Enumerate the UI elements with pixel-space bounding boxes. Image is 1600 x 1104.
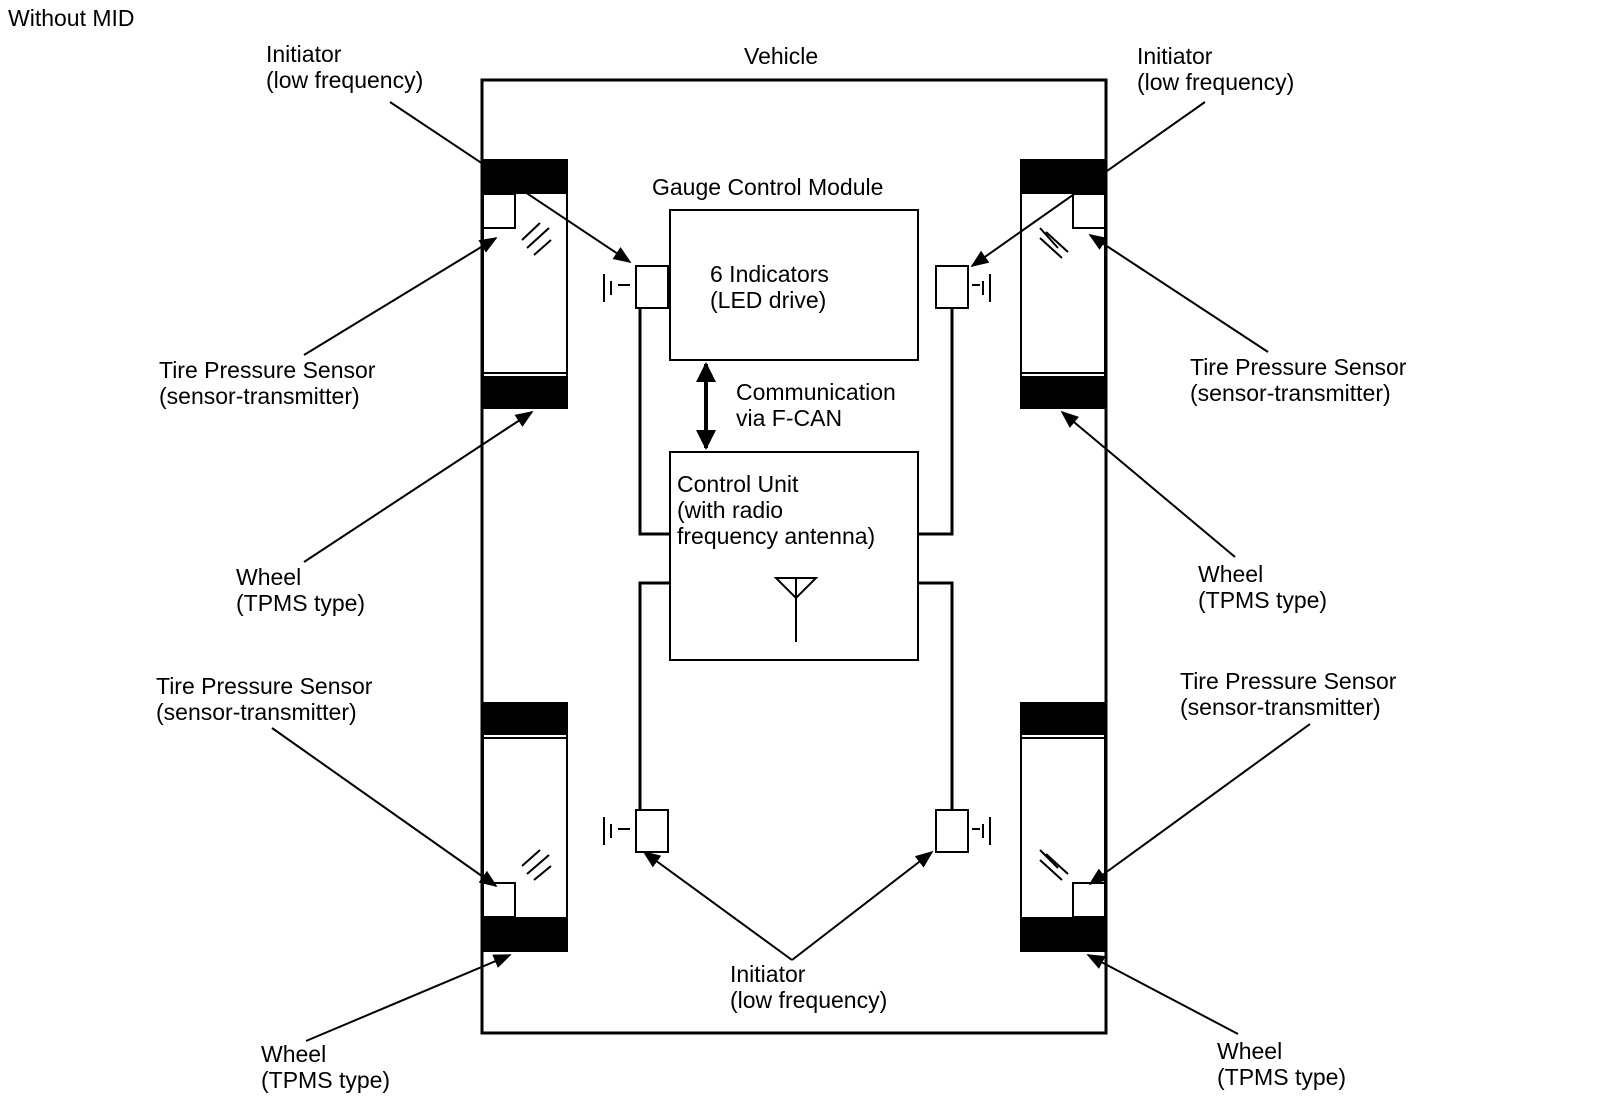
wheel-rr-line1: Wheel (1217, 1038, 1282, 1064)
initiator-front-right (935, 265, 991, 309)
control-unit-line2: (with radio (677, 497, 783, 523)
tire-pressure-sensor-rl (482, 882, 516, 918)
sensor-fr-line2: (sensor-transmitter) (1190, 380, 1391, 406)
gauge-module-title: Gauge Control Module (652, 174, 883, 200)
gauge-module-line1: 6 Indicators (710, 261, 829, 287)
wheel-front-left (482, 159, 568, 409)
sensor-fl-line1: Tire Pressure Sensor (159, 357, 376, 383)
wheel-rl-line2: (TPMS type) (261, 1067, 390, 1093)
control-unit-line1: Control Unit (677, 471, 799, 497)
wheel-fl-line2: (TPMS type) (236, 590, 365, 616)
initiator-fr-line1: Initiator (1137, 43, 1213, 69)
control-unit (669, 451, 919, 661)
initiator-fl-line2: (low frequency) (266, 67, 423, 93)
sensor-rl-line2: (sensor-transmitter) (156, 699, 357, 725)
wheel-rl-line1: Wheel (261, 1041, 326, 1067)
sensor-rr-line2: (sensor-transmitter) (1180, 694, 1381, 720)
tire-pressure-sensor-fr (1072, 193, 1106, 229)
wheel-fr-line1: Wheel (1198, 561, 1263, 587)
wheel-rear-left (482, 702, 568, 952)
initiator-rear-right (935, 809, 991, 853)
wheel-rear-right (1020, 702, 1106, 952)
wheel-rr-line2: (TPMS type) (1217, 1064, 1346, 1090)
gauge-control-module (669, 209, 919, 361)
initiator-front-left (603, 265, 669, 309)
wheel-fl-line1: Wheel (236, 564, 301, 590)
vehicle-outline (480, 78, 1108, 1035)
tire-pressure-sensor-fl (482, 193, 516, 229)
initiator-rear-line1: Initiator (730, 961, 806, 987)
initiator-fl-line1: Initiator (266, 41, 342, 67)
initiator-rear-line2: (low frequency) (730, 987, 887, 1013)
initiator-wiring (638, 308, 954, 810)
initiator-fr-line2: (low frequency) (1137, 69, 1294, 95)
control-unit-line3: frequency antenna) (677, 523, 875, 549)
gauge-module-line2: (LED drive) (710, 287, 826, 313)
antenna-icon (773, 577, 819, 642)
sensor-rl-line1: Tire Pressure Sensor (156, 673, 373, 699)
sensor-fl-line2: (sensor-transmitter) (159, 383, 360, 409)
communication-line1: Communication (736, 379, 896, 405)
wheel-front-right (1020, 159, 1106, 409)
communication-line2: via F-CAN (736, 405, 842, 431)
tire-pressure-sensor-rr (1072, 882, 1106, 918)
initiator-rear-left (603, 809, 669, 853)
variant-label: Without MID (8, 5, 135, 31)
wheel-fr-line2: (TPMS type) (1198, 587, 1327, 613)
vehicle-label: Vehicle (744, 43, 818, 69)
sensor-rr-line1: Tire Pressure Sensor (1180, 668, 1397, 694)
sensor-fr-line1: Tire Pressure Sensor (1190, 354, 1407, 380)
leader-arrows (271, 101, 1311, 1042)
